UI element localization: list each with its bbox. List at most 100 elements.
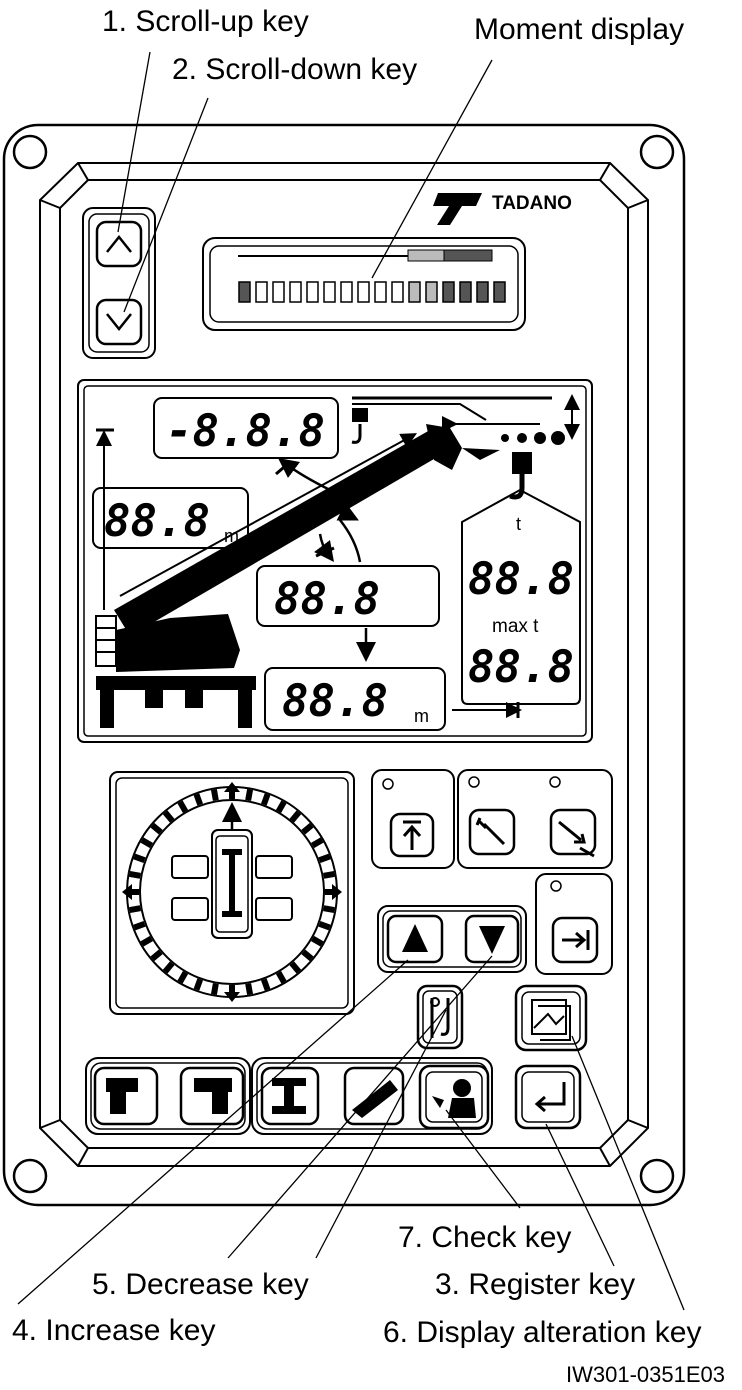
slew-segment — [311, 935, 324, 947]
slew-segment — [210, 789, 219, 801]
chevron-up-icon — [106, 234, 132, 253]
moment-segment — [238, 281, 251, 303]
slew-segment — [150, 822, 163, 835]
label-display-alteration-key: 6. Display alteration key — [383, 1316, 702, 1349]
slew-segment — [177, 800, 189, 813]
slew-segment — [140, 837, 153, 849]
outrigger-pads — [171, 855, 293, 921]
decrease-key[interactable] — [464, 914, 520, 964]
load-display: t 88.8 max t 88.8 — [461, 488, 581, 705]
telescope-up-icon — [402, 820, 422, 850]
hook-icon-small — [351, 424, 362, 444]
moment-segment — [306, 281, 319, 303]
moment-segment — [323, 281, 336, 303]
slew-segment — [275, 971, 287, 984]
slew-segment — [129, 870, 141, 879]
boom-angle-display: 88.8 — [256, 565, 440, 627]
slew-segment — [133, 920, 146, 931]
slew-segment — [260, 793, 271, 806]
moment-segment — [374, 281, 387, 303]
label-increase-key: 4. Increase key — [12, 1314, 216, 1347]
scroll-down-key[interactable] — [95, 298, 143, 346]
load-readout: 88.8 — [468, 554, 574, 605]
boom-lower-icon — [558, 820, 595, 858]
crane-pictogram — [95, 394, 580, 728]
check-key[interactable] — [418, 1064, 490, 1130]
slew-segment — [150, 949, 163, 962]
moment-segment — [493, 281, 506, 303]
label-moment-display: Moment display — [474, 13, 685, 46]
leader-lines — [17, 51, 685, 1311]
slew-segment — [289, 961, 302, 974]
jib-icon — [352, 1080, 398, 1118]
slewing-indicator — [109, 771, 355, 1015]
boom-lower-key[interactable] — [549, 808, 597, 858]
operator-icon — [432, 1079, 476, 1118]
hook-select-key[interactable] — [416, 984, 464, 1050]
chevron-down-icon — [106, 313, 132, 332]
max-load-readout: 88.8 — [468, 642, 574, 693]
extend-right-icon — [562, 930, 590, 950]
outrigger-full-key[interactable] — [260, 1066, 320, 1126]
slew-segment — [311, 837, 324, 849]
boom-raise-icon — [475, 817, 506, 846]
moment-bargraph — [238, 281, 506, 303]
moment-segment — [442, 281, 455, 303]
slew-segment — [245, 789, 254, 801]
max-load-label: max t — [492, 616, 539, 637]
boom-extend-key[interactable] — [551, 916, 599, 964]
enter-icon — [534, 1082, 566, 1113]
slew-segment — [318, 920, 331, 931]
slew-segment — [140, 935, 153, 947]
slew-segment — [318, 853, 331, 864]
slew-ring-segments — [128, 788, 336, 996]
slew-segment — [210, 983, 219, 995]
slew-segment — [162, 810, 175, 823]
label-scroll-down-key: 2. Scroll-down key — [172, 53, 418, 86]
increase-key[interactable] — [386, 914, 444, 964]
label-scroll-up-key: 1. Scroll-up key — [102, 5, 309, 38]
top-readout: -8.8.8 — [166, 406, 325, 457]
scroll-up-key[interactable] — [95, 220, 143, 268]
display-alteration-key[interactable] — [514, 984, 588, 1052]
label-decrease-key: 5. Decrease key — [92, 1268, 309, 1301]
outrigger-left-key[interactable] — [93, 1066, 159, 1126]
slew-segment — [323, 870, 335, 879]
brand-name: TADANO — [492, 193, 572, 214]
boom-length-display: 88.8 m — [264, 667, 446, 731]
working-radius-display: 88.8 m — [92, 487, 249, 549]
slew-segment — [260, 978, 271, 991]
moment-segment — [459, 281, 472, 303]
hook-icon — [509, 474, 525, 500]
length-unit: m — [414, 706, 429, 726]
slew-segment — [301, 949, 314, 962]
boom-telescope-key[interactable] — [389, 812, 435, 858]
slew-segment — [275, 800, 287, 813]
radius-readout: 88.8 — [104, 496, 210, 547]
slew-segment — [177, 971, 189, 984]
moment-segment — [289, 281, 302, 303]
moment-segment — [476, 281, 489, 303]
slew-segment — [289, 810, 302, 823]
moment-segment — [340, 281, 353, 303]
boom-raise-key[interactable] — [468, 808, 516, 856]
moment-segment — [425, 281, 438, 303]
moment-segment — [357, 281, 370, 303]
outrigger-right-key[interactable] — [179, 1066, 245, 1126]
outrigger-full-icon — [272, 1078, 306, 1114]
moment-segment — [391, 281, 404, 303]
triangle-up-icon — [402, 924, 428, 952]
outrigger-left-icon — [106, 1078, 138, 1114]
length-readout: 88.8 — [282, 676, 388, 727]
label-register-key: 3. Register key — [435, 1268, 636, 1301]
jib-key[interactable] — [343, 1066, 405, 1126]
register-key[interactable] — [514, 1064, 582, 1130]
moment-segment — [408, 281, 421, 303]
slew-segment — [323, 905, 335, 914]
load-unit: t — [516, 514, 521, 534]
display-page-icon — [531, 999, 571, 1041]
tadano-logo: TADANO — [433, 193, 572, 225]
slew-segment — [193, 793, 204, 806]
moment-segment — [255, 281, 268, 303]
